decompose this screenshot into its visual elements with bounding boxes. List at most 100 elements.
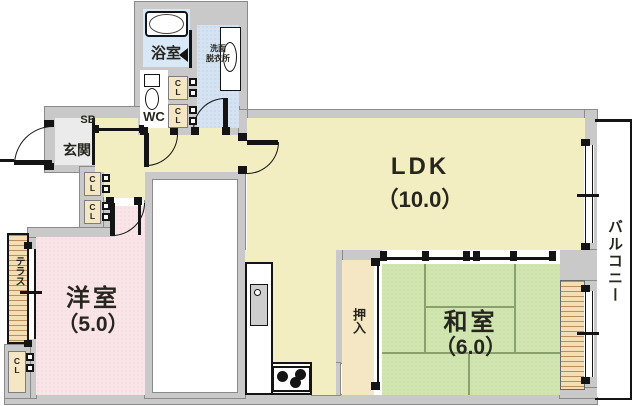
closet-box: C L [84, 200, 101, 224]
terrace-window-frame [27, 249, 29, 339]
japanese-room-size-label: （6.0） [434, 336, 507, 359]
window-cap [24, 340, 32, 347]
tatami-line [424, 264, 426, 352]
oshiire-label: 押入 [351, 308, 366, 334]
wall [238, 109, 598, 119]
sliding-door-cap [422, 251, 429, 261]
window-cap [581, 139, 590, 146]
bath-label: 浴室 [150, 45, 181, 62]
wc-door-leaf [144, 133, 149, 167]
wall [27, 227, 116, 238]
balcony-floor [597, 121, 629, 397]
wall [557, 249, 598, 281]
door-cap [238, 133, 247, 141]
wall [4, 394, 598, 405]
toilet-bowl [145, 88, 159, 110]
balcony-railing [595, 119, 632, 122]
door-cap [191, 127, 199, 135]
shoe-box-cap [139, 125, 144, 133]
folding-door-icon [102, 174, 111, 196]
entrance-step-line [92, 118, 95, 165]
washroom-door-opening [198, 128, 226, 135]
terrace-window-frame [34, 249, 36, 339]
shoe-box-label: SB [80, 114, 96, 126]
entrance-label: 玄関 [63, 142, 91, 158]
door-cap [134, 197, 142, 205]
folding-door-icon [102, 202, 111, 224]
window-cap [24, 242, 32, 249]
closet-label-c: C [89, 202, 96, 212]
closet-box: C L [168, 76, 188, 100]
balcony-railing [629, 119, 632, 400]
ldk-name-label: LDK [390, 153, 450, 180]
closet-box: C L [8, 351, 26, 393]
wall [559, 387, 598, 399]
ldk-door-opening [239, 140, 247, 170]
shoe-box-cap [94, 125, 99, 133]
bath-door-fold [179, 48, 188, 62]
terrace-window-tick [20, 291, 42, 294]
terrace-deck [7, 233, 29, 344]
door-cap [170, 127, 178, 135]
wall [335, 249, 343, 364]
western-room-size-label: （5.0） [57, 313, 129, 336]
western-door-leaf [110, 203, 115, 236]
stove-burner [277, 371, 288, 382]
closet-label-c: C [174, 106, 182, 116]
bath-door-line [189, 30, 192, 68]
stove-burner [290, 377, 301, 388]
doorway-threshold [113, 198, 142, 206]
japanese-room-name-label: 和室 [443, 309, 498, 336]
washroom-label-line2: 脱衣所 [206, 54, 230, 63]
wc-door-opening [147, 128, 175, 135]
closet-label-l: L [175, 87, 181, 97]
sliding-door-cap [473, 251, 480, 261]
door-cap [222, 127, 230, 135]
tatami-floor [382, 264, 560, 395]
closet-label-c: C [89, 174, 96, 184]
window-cap [581, 377, 590, 384]
door-cap [44, 163, 54, 170]
tatami-line [424, 306, 514, 308]
terrace-window [27, 249, 36, 339]
western-door-jamb [138, 199, 141, 235]
stove-burner [295, 369, 306, 380]
folding-door-icon [189, 106, 198, 128]
washroom-label-line1: 洗面 [210, 44, 226, 53]
sliding-door-cap [463, 251, 470, 261]
door-cap [140, 127, 148, 135]
door-cap [44, 120, 54, 127]
tatami-line [382, 352, 560, 354]
oshiire-door-cap [371, 382, 380, 390]
entrance-outer-line [0, 159, 14, 162]
wc-label: WC [143, 109, 165, 124]
folding-door-icon [26, 353, 35, 375]
terrace-label: テラス [13, 256, 24, 286]
void-inner [152, 179, 238, 393]
balcony-label: バルコニー [606, 218, 623, 304]
ldk-size-label: （10.0） [376, 187, 464, 212]
closet-label-l: L [89, 211, 96, 221]
kitchen-faucet [254, 289, 261, 296]
tatami-line [514, 264, 516, 352]
engawa-deck [560, 280, 585, 390]
closet-box: C L [168, 104, 188, 128]
western-room-floor [36, 237, 145, 395]
folding-door-icon [189, 78, 198, 100]
sliding-door-cap [380, 251, 387, 261]
japanese-room-window-tick [577, 332, 599, 335]
ldk-window-tick [577, 194, 599, 197]
balcony-railing [595, 397, 632, 400]
kitchen-counter [245, 262, 273, 395]
closet-label-c: C [174, 78, 182, 88]
sliding-door-cap [549, 251, 556, 261]
closet-label-l: L [89, 183, 96, 193]
western-room-name-label: 洋室 [66, 285, 120, 312]
shoe-box-line [97, 128, 141, 131]
tatami-line [468, 352, 470, 395]
door-cap [106, 197, 114, 205]
oshiire-door-cap [371, 258, 380, 266]
corridor-floor [104, 172, 145, 200]
window-cap [581, 243, 590, 250]
entrance-floor [55, 118, 92, 165]
